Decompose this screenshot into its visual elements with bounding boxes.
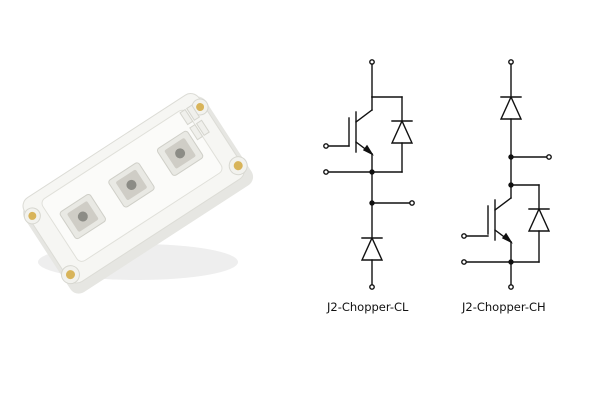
- power-terminal: [59, 193, 106, 240]
- diode-symbol: [527, 207, 551, 232]
- terminal-dot: [461, 233, 467, 239]
- brass-insert-left: [65, 270, 75, 280]
- brass-insert-right: [233, 161, 243, 171]
- power-terminal: [156, 130, 204, 176]
- igbt-module-photo: [22, 93, 254, 294]
- terminal-dot: [369, 284, 375, 290]
- terminal-dot: [323, 169, 329, 175]
- brass-insert-back-right: [196, 102, 205, 111]
- schematic-chopper-cl: [323, 59, 415, 290]
- terminal-dot: [461, 259, 467, 265]
- igbt-symbol: [487, 184, 513, 263]
- terminal-dot: [323, 143, 329, 149]
- terminal-dot: [508, 284, 514, 290]
- diode-symbol: [390, 119, 414, 144]
- schematic-chopper-ch: [461, 59, 552, 290]
- igbt-symbol: [348, 96, 374, 173]
- auxiliary-pins: [179, 104, 210, 141]
- caption-chopper-ch: J2-Chopper-CH: [462, 300, 546, 314]
- terminal-dot: [409, 200, 415, 206]
- diode-symbol: [499, 95, 523, 120]
- caption-chopper-cl: J2-Chopper-CL: [327, 300, 409, 314]
- brass-insert-back-left: [28, 211, 37, 220]
- power-terminal: [108, 162, 155, 208]
- diode-symbol: [360, 236, 384, 261]
- terminal-dot: [546, 154, 552, 160]
